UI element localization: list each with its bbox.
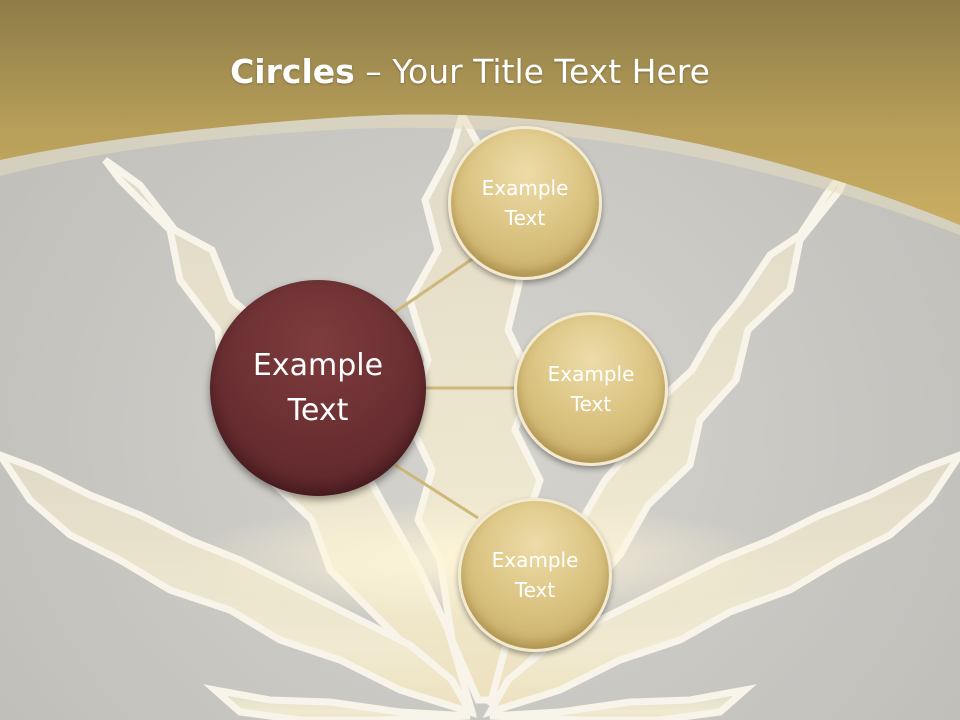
connectors	[394, 253, 516, 520]
center-node-label: Example Text	[252, 348, 384, 428]
node-bottom[interactable]: Example Text	[458, 498, 612, 652]
title-bold: Circles	[230, 52, 355, 91]
title-rest: – Your Title Text Here	[354, 52, 710, 91]
slide-title: Circles – Your Title Text Here	[0, 52, 940, 91]
node-top-label: Example Text	[481, 176, 569, 230]
node-bottom-label: Example Text	[491, 548, 579, 602]
center-node[interactable]: Example Text	[210, 280, 426, 496]
node-top[interactable]: Example Text	[448, 126, 602, 280]
leaflet-right-bottom	[489, 684, 757, 720]
connector-top	[394, 253, 479, 314]
node-middle-label: Example Text	[547, 362, 635, 416]
header-band	[0, 0, 960, 225]
leaflet-left-bottom	[203, 684, 471, 720]
node-middle[interactable]: Example Text	[514, 312, 668, 466]
connector-bottom	[394, 463, 479, 520]
